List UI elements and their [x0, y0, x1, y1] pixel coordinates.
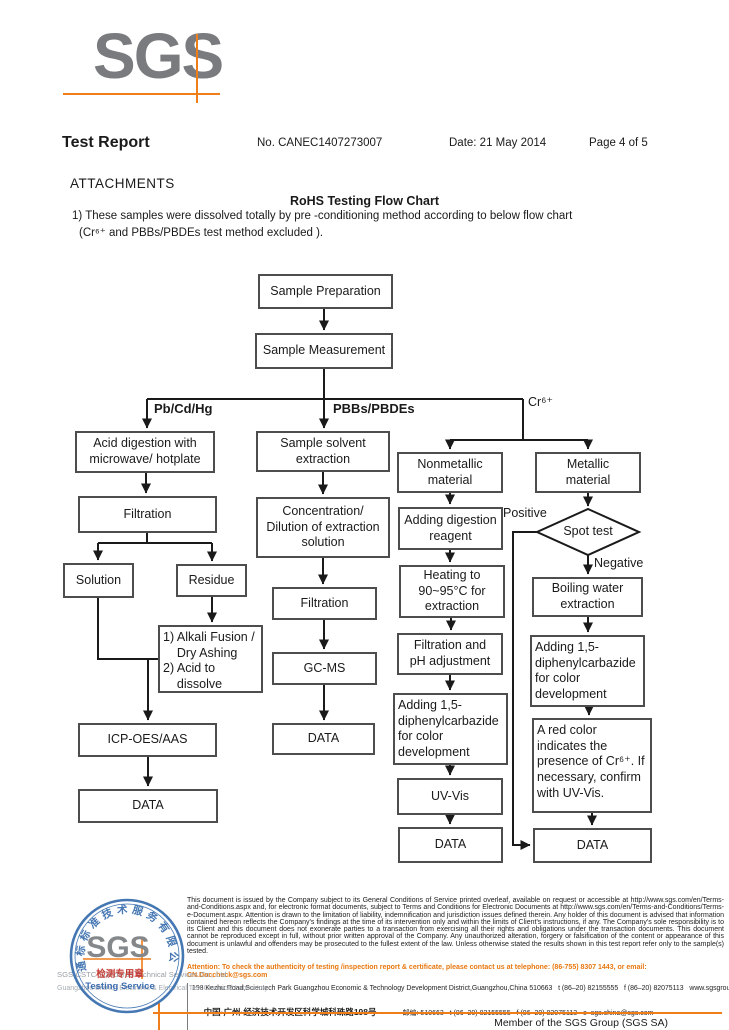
branch-label-cr6: Cr⁶⁺	[528, 395, 553, 409]
note-line-1: 1) These samples were dissolved totally …	[72, 210, 573, 222]
testing-service-stamp: 通标标准技术服务有限公司 SGS 检测专用章 Testing Service	[67, 896, 185, 1014]
member-text: Member of the SGS Group (SGS SA)	[494, 1017, 668, 1029]
flow-node-adding-dpc-nonmetallic: Adding 1,5- diphenylcarbazide for color …	[393, 693, 508, 765]
flow-node-concentration-dilution: Concentration/ Dilution of extraction so…	[256, 497, 390, 558]
attachments-heading: ATTACHMENTS	[70, 176, 175, 191]
flow-node-filtration-left: Filtration	[78, 496, 217, 533]
flow-node-icp-oes-aas: ICP-OES/AAS	[78, 723, 217, 757]
legal-text: This document is issued by the Company s…	[187, 897, 724, 956]
page-indicator: Page 4 of 5	[589, 137, 648, 149]
report-date: Date: 21 May 2014	[449, 137, 547, 149]
flow-node-uv-vis: UV-Vis	[397, 778, 503, 815]
flow-node-spot-test: Spot test	[563, 524, 613, 538]
footer-vertical-rule	[158, 1003, 160, 1030]
footer-horizontal-rule	[153, 1012, 722, 1014]
flow-node-heating: Heating to 90~95°C for extraction	[399, 565, 505, 618]
flow-node-data-metallic: DATA	[533, 828, 652, 863]
sgs-logo: SGS	[93, 20, 224, 92]
branch-label-pbbs-pbdes: PBBs/PBDEs	[333, 401, 415, 416]
flow-node-sample-preparation: Sample Preparation	[258, 274, 393, 309]
flow-node-gc-ms: GC-MS	[272, 652, 377, 685]
flow-node-boiling-water-extraction: Boiling water extraction	[532, 577, 643, 617]
report-number: No. CANEC1407273007	[257, 137, 383, 149]
flow-node-sample-solvent-extraction: Sample solvent extraction	[256, 431, 390, 472]
flow-node-adding-digestion-reagent: Adding digestion reagent	[398, 507, 503, 550]
spot-test-diamond	[534, 507, 642, 557]
note-line-2: (Cr⁶⁺ and PBBs/PBDEs test method exclude…	[79, 227, 324, 239]
flow-node-filtration-ph: Filtration and pH adjustment	[397, 633, 503, 675]
flow-chart-title: RoHS Testing Flow Chart	[289, 194, 440, 208]
flow-node-data-pb: DATA	[78, 789, 218, 823]
flow-node-filtration-center: Filtration	[272, 587, 377, 620]
flow-node-acid-digestion: Acid digestion with microwave/ hotplate	[75, 431, 215, 473]
decision-label-positive: Positive	[503, 506, 547, 520]
logo-horizontal-rule	[63, 93, 220, 95]
flow-node-residue: Residue	[176, 564, 247, 597]
branch-label-pb-cd-hg: Pb/Cd/Hg	[154, 401, 213, 416]
flow-node-red-color-note: A red color indicates the presence of Cr…	[532, 718, 652, 813]
flow-node-adding-dpc-metallic: Adding 1,5- diphenylcarbazide for color …	[530, 635, 645, 707]
flow-node-sample-measurement: Sample Measurement	[255, 333, 393, 369]
logo-vertical-rule	[196, 34, 198, 103]
flow-node-nonmetallic-material: Nonmetallic material	[397, 452, 503, 493]
flow-node-metallic-material: Metallic material	[535, 452, 641, 493]
flow-node-data-nonmetallic: DATA	[398, 827, 503, 863]
decision-label-negative: Negative	[594, 556, 644, 570]
flow-node-alkali-fusion: 1) Alkali Fusion / Dry Ashing 2) Acid to…	[158, 625, 263, 693]
attention-text: Attention: To check the authenticity of …	[187, 964, 647, 979]
report-title: Test Report	[62, 134, 150, 151]
flow-node-data-pbbs: DATA	[272, 723, 375, 755]
stamp-service-text: Testing Service	[85, 981, 155, 992]
stamp-red-text: 检测专用章	[96, 968, 144, 980]
flow-node-solution: Solution	[63, 563, 134, 598]
footer-company-line2: Guangzhou Branch Electronic & Electrical…	[57, 985, 269, 992]
address-line-english: 198 Kezhu Road,Scientech Park Guangzhou …	[192, 985, 729, 992]
stamp-sgs-logo: SGS	[86, 931, 149, 964]
